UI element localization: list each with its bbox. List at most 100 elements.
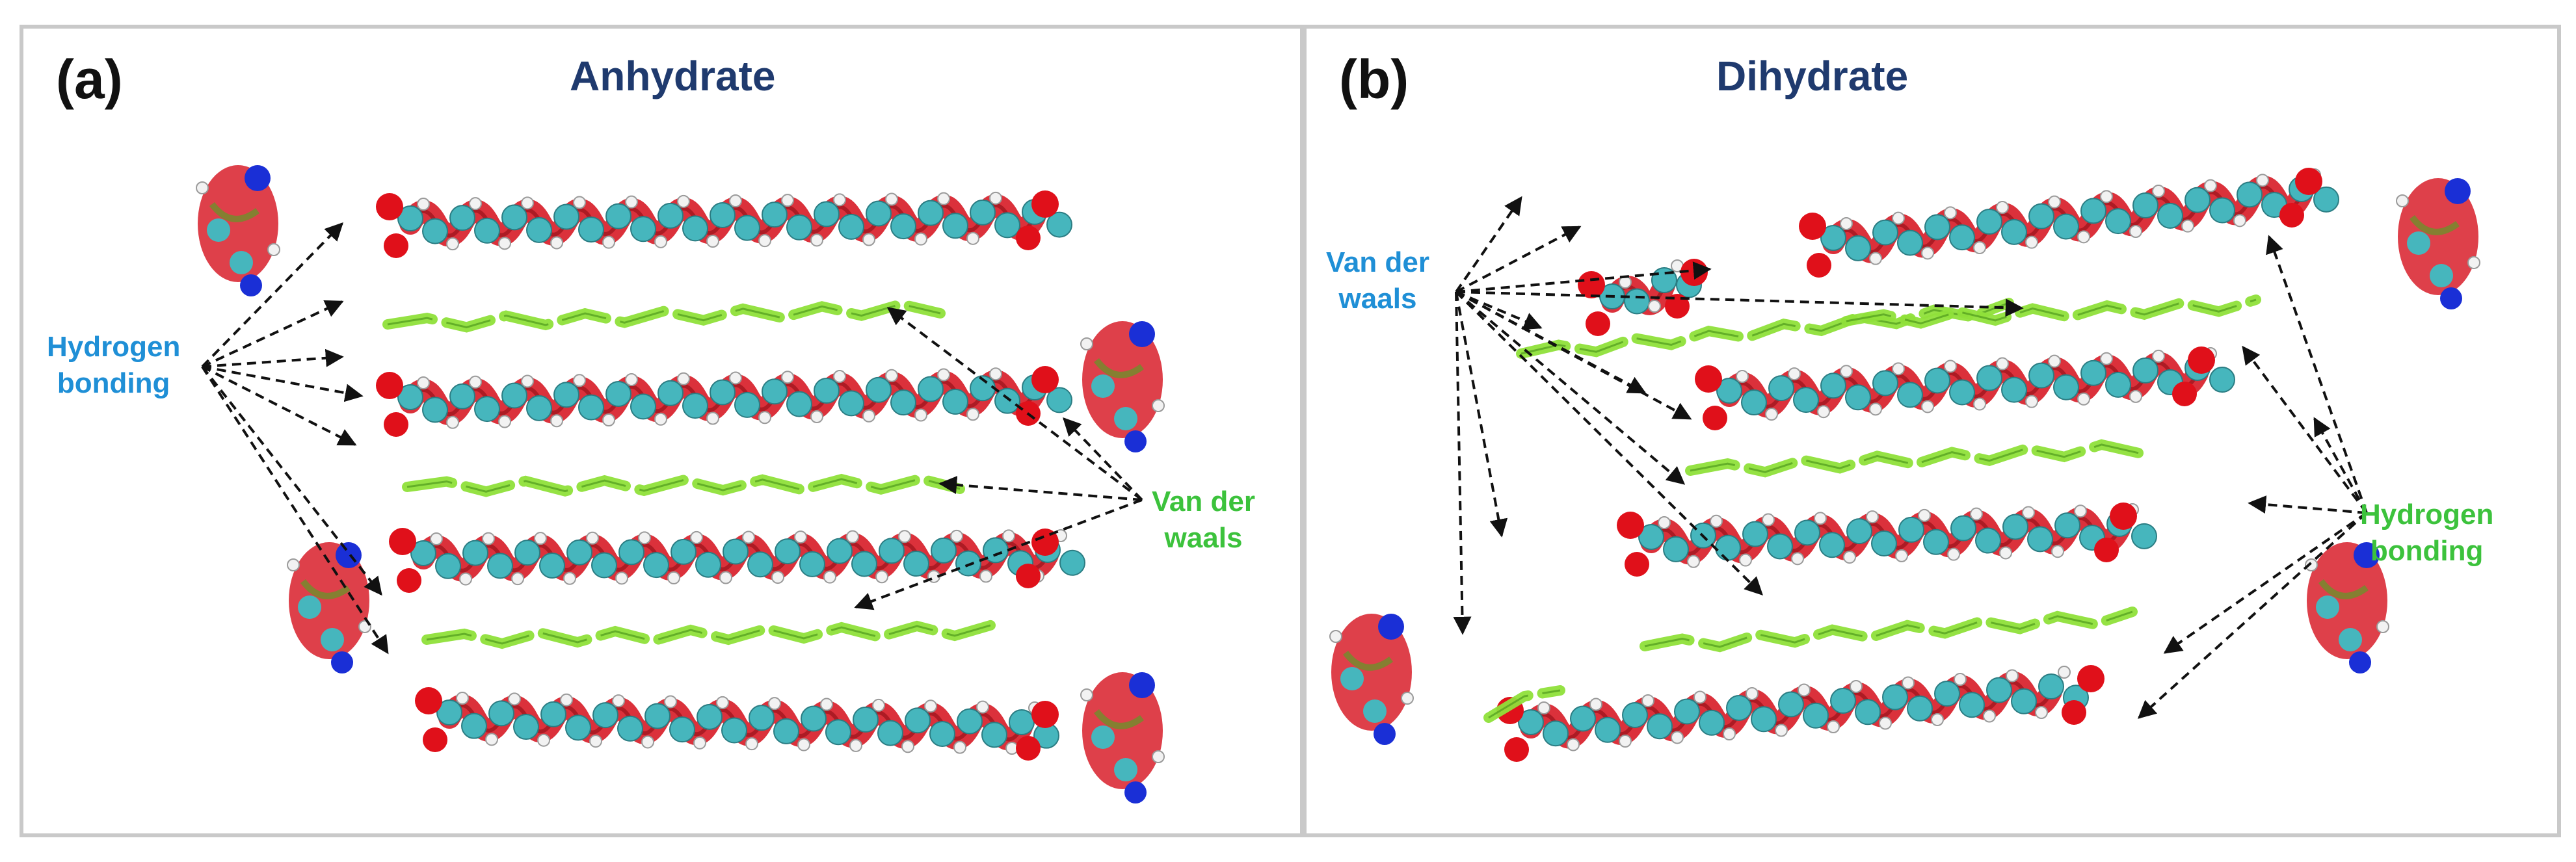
hydrogen-atom — [1798, 683, 1811, 697]
hydrogen-atom — [1762, 513, 1775, 527]
carbon-atom — [1091, 725, 1115, 749]
hydrogen-atom — [953, 740, 966, 754]
hydrogen-atom — [706, 411, 719, 425]
carbon-atom — [1674, 698, 1700, 725]
cluster-green-surface — [1343, 650, 1393, 671]
carbon-atom — [2105, 208, 2131, 235]
hydrogen-atom — [2256, 174, 2269, 187]
hydrogen-atom — [625, 195, 638, 209]
carbon-atom — [657, 202, 684, 229]
hydrogen-atom — [560, 693, 573, 707]
carbon-atom — [669, 716, 695, 743]
carbon-atom — [903, 551, 929, 577]
hydrogen-atom — [1687, 555, 1700, 568]
carbon-atom — [1059, 549, 1085, 576]
hydrogen-atom — [573, 196, 586, 209]
carbon-atom — [449, 383, 475, 410]
carbon-atom — [1949, 379, 1975, 406]
panel-b-letter: (b) — [1339, 49, 1409, 110]
oxygen-atom — [1031, 701, 1059, 728]
dashed-arrow — [2242, 345, 2368, 514]
hydrogen-atom — [267, 243, 280, 256]
hydrogen-atom — [1944, 206, 1957, 220]
carbon-atom — [838, 213, 864, 240]
carbon-atom — [461, 712, 487, 739]
dashed-arrow — [938, 476, 1143, 501]
hydrogen-atom — [976, 700, 989, 714]
hydrogen-atom — [589, 735, 602, 748]
hydrogen-atom — [1869, 402, 1882, 416]
carbon-atom — [2157, 202, 2183, 229]
carbon-atom — [825, 719, 851, 746]
hydrogen-atom — [823, 570, 836, 584]
dashed-arrow — [202, 365, 364, 402]
hydrogen-atom — [602, 235, 615, 249]
hydrogen-atom — [690, 530, 703, 544]
oxygen-atom — [376, 193, 403, 220]
oxygen-atom — [2094, 538, 2119, 562]
nitrogen-atom — [2440, 287, 2462, 309]
hydrogen-atom — [2048, 195, 2061, 209]
carbon-atom — [851, 551, 877, 577]
carbon-atom — [207, 218, 230, 242]
hydrogen-atom — [1723, 727, 1736, 740]
oxygen-atom — [1016, 564, 1041, 588]
dashed-arrow — [201, 222, 343, 368]
carbon-atom — [1924, 367, 1950, 394]
hydrogen-atom — [1931, 713, 1944, 726]
hydrogen-atom — [966, 231, 979, 245]
dashed-arrow — [1455, 291, 1508, 538]
carbon-atom — [786, 391, 812, 417]
carbon-atom — [566, 539, 592, 566]
hydrogen-atom — [1944, 359, 1957, 373]
carbon-atom — [1716, 378, 1742, 404]
carbon-atom — [918, 200, 944, 226]
carbon-atom — [321, 628, 344, 651]
hydrogen-atom — [742, 530, 755, 544]
nitrogen-atom — [331, 651, 353, 673]
hydrogen-atom — [2074, 504, 2087, 518]
carbon-atom — [1872, 219, 1898, 246]
carbon-atom — [1975, 527, 2001, 554]
dashed-arrow — [1455, 291, 1763, 595]
carbon-atom — [1114, 407, 1137, 430]
hydrogen-bonding-label-a: Hydrogen bonding — [47, 329, 180, 402]
oxygen-atom — [2062, 700, 2086, 725]
hydrogen-atom — [1788, 367, 1801, 381]
carbon-atom — [1803, 702, 1829, 729]
hydrogen-atom — [810, 233, 823, 247]
vdw-surface-edge — [1846, 298, 2257, 325]
hydrogen-atom — [875, 570, 888, 584]
cluster-surface — [289, 542, 369, 659]
carbon-atom — [734, 215, 760, 241]
carbon-atom — [487, 553, 513, 579]
hydrogen-atom — [550, 236, 563, 250]
hydrogen-atom — [2077, 230, 2090, 244]
hydrogen-atom — [1921, 400, 1934, 413]
carbon-atom — [1830, 688, 1856, 714]
carbon-atom — [1778, 691, 1804, 718]
hydrogen-atom — [2058, 666, 2071, 679]
carbon-atom — [1794, 519, 1820, 546]
oxygen-atom — [1504, 737, 1529, 762]
carbon-atom — [422, 397, 448, 423]
hydrogen-atom — [1843, 551, 1856, 564]
carbon-atom — [1959, 692, 1985, 718]
hydrogen-atom — [2181, 219, 2194, 233]
dashed-arrow — [1455, 196, 1522, 293]
carbon-atom — [1543, 720, 1569, 747]
hydrogen-atom — [781, 371, 794, 384]
vdw-surface — [1685, 439, 2144, 478]
anhydrate-structure-illustration — [196, 165, 1165, 803]
hydrogen-atom — [615, 571, 628, 585]
carbon-atom — [853, 706, 879, 733]
hydrogen-atom — [937, 192, 950, 205]
cluster-surface — [2307, 542, 2387, 659]
hydrogen-atom — [833, 193, 846, 207]
hydrogen-atom — [797, 738, 810, 751]
hydrogen-atom — [563, 571, 576, 585]
carbon-atom — [2001, 376, 2027, 403]
carbon-atom — [1820, 372, 1846, 399]
hydrogen-atom — [758, 234, 771, 248]
hydrogen-atom — [1152, 750, 1165, 763]
